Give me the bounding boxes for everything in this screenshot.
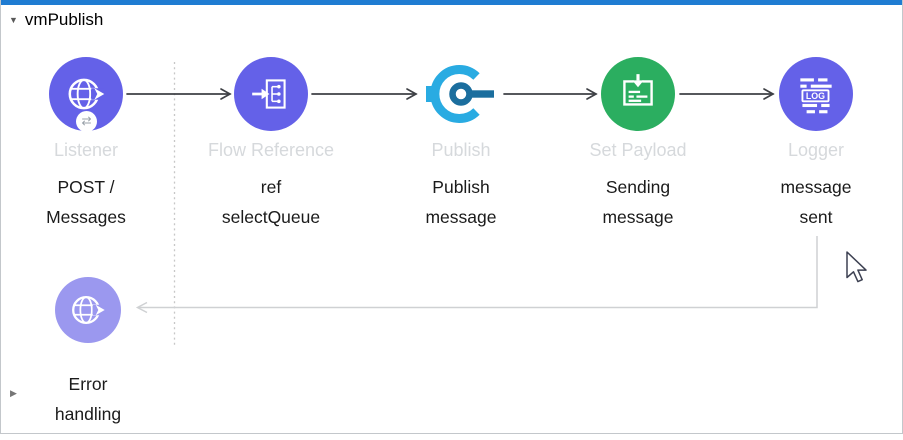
caption-line: ref [260, 177, 282, 197]
node-caption-flow-reference: ref selectQueue [186, 172, 356, 232]
logger-icon-text: LOG [806, 91, 825, 101]
node-logger[interactable]: LOG [779, 57, 853, 131]
caption-line: message [602, 207, 674, 227]
caption-line: selectQueue [221, 207, 321, 227]
error-handling-caption: Error handling [3, 369, 173, 429]
node-publish[interactable] [421, 54, 501, 134]
caption-line: Publish [432, 177, 490, 197]
caption-line: POST / [57, 177, 115, 197]
flow-container-top-border [1, 0, 902, 5]
connector-arrow-listener-flowref [126, 88, 232, 100]
node-caption-listener: POST / Messages [1, 172, 171, 232]
caption-line: sent [799, 207, 833, 227]
caption-line: Error [68, 374, 108, 394]
node-title-listener: Listener [53, 140, 119, 160]
node-title-logger: Logger [787, 140, 845, 160]
logger-icon: LOG [800, 78, 832, 114]
caption-line: message [425, 207, 497, 227]
node-title-publish: Publish [431, 140, 491, 160]
caption-line: message [780, 177, 852, 197]
node-caption-publish: Publish message [376, 172, 546, 232]
connector-arrow-setpayload-logger [679, 88, 775, 100]
sync-badge-icon[interactable]: ⇄ [76, 111, 97, 132]
http-listener-icon [68, 78, 105, 110]
node-error-response[interactable] [55, 277, 121, 343]
connector-arrow-flowref-publish [311, 88, 418, 100]
node-title-flow-reference: Flow Reference [207, 140, 335, 160]
set-payload-icon [623, 74, 653, 106]
node-title-set-payload: Set Payload [589, 140, 687, 160]
caption-line: handling [54, 404, 122, 424]
node-set-payload[interactable] [601, 57, 675, 131]
node-caption-set-payload: Sending message [553, 172, 723, 232]
collapse-flow-icon[interactable]: ▼ [9, 14, 18, 25]
http-error-response-icon [72, 295, 106, 325]
flow-header: ▼ vmPublish [9, 10, 103, 30]
connector-arrow-publish-setpayload [503, 88, 598, 100]
node-flow-reference[interactable] [234, 57, 308, 131]
node-caption-logger: message sent [731, 172, 901, 232]
error-path-connector [135, 236, 818, 314]
flow-title[interactable]: vmPublish [24, 10, 104, 29]
caption-line: Sending [605, 177, 671, 197]
expand-error-handling-icon[interactable]: ▶ [10, 388, 17, 398]
flow-reference-icon [252, 79, 286, 109]
vm-publish-icon [426, 65, 494, 123]
caption-line: Messages [46, 207, 126, 227]
